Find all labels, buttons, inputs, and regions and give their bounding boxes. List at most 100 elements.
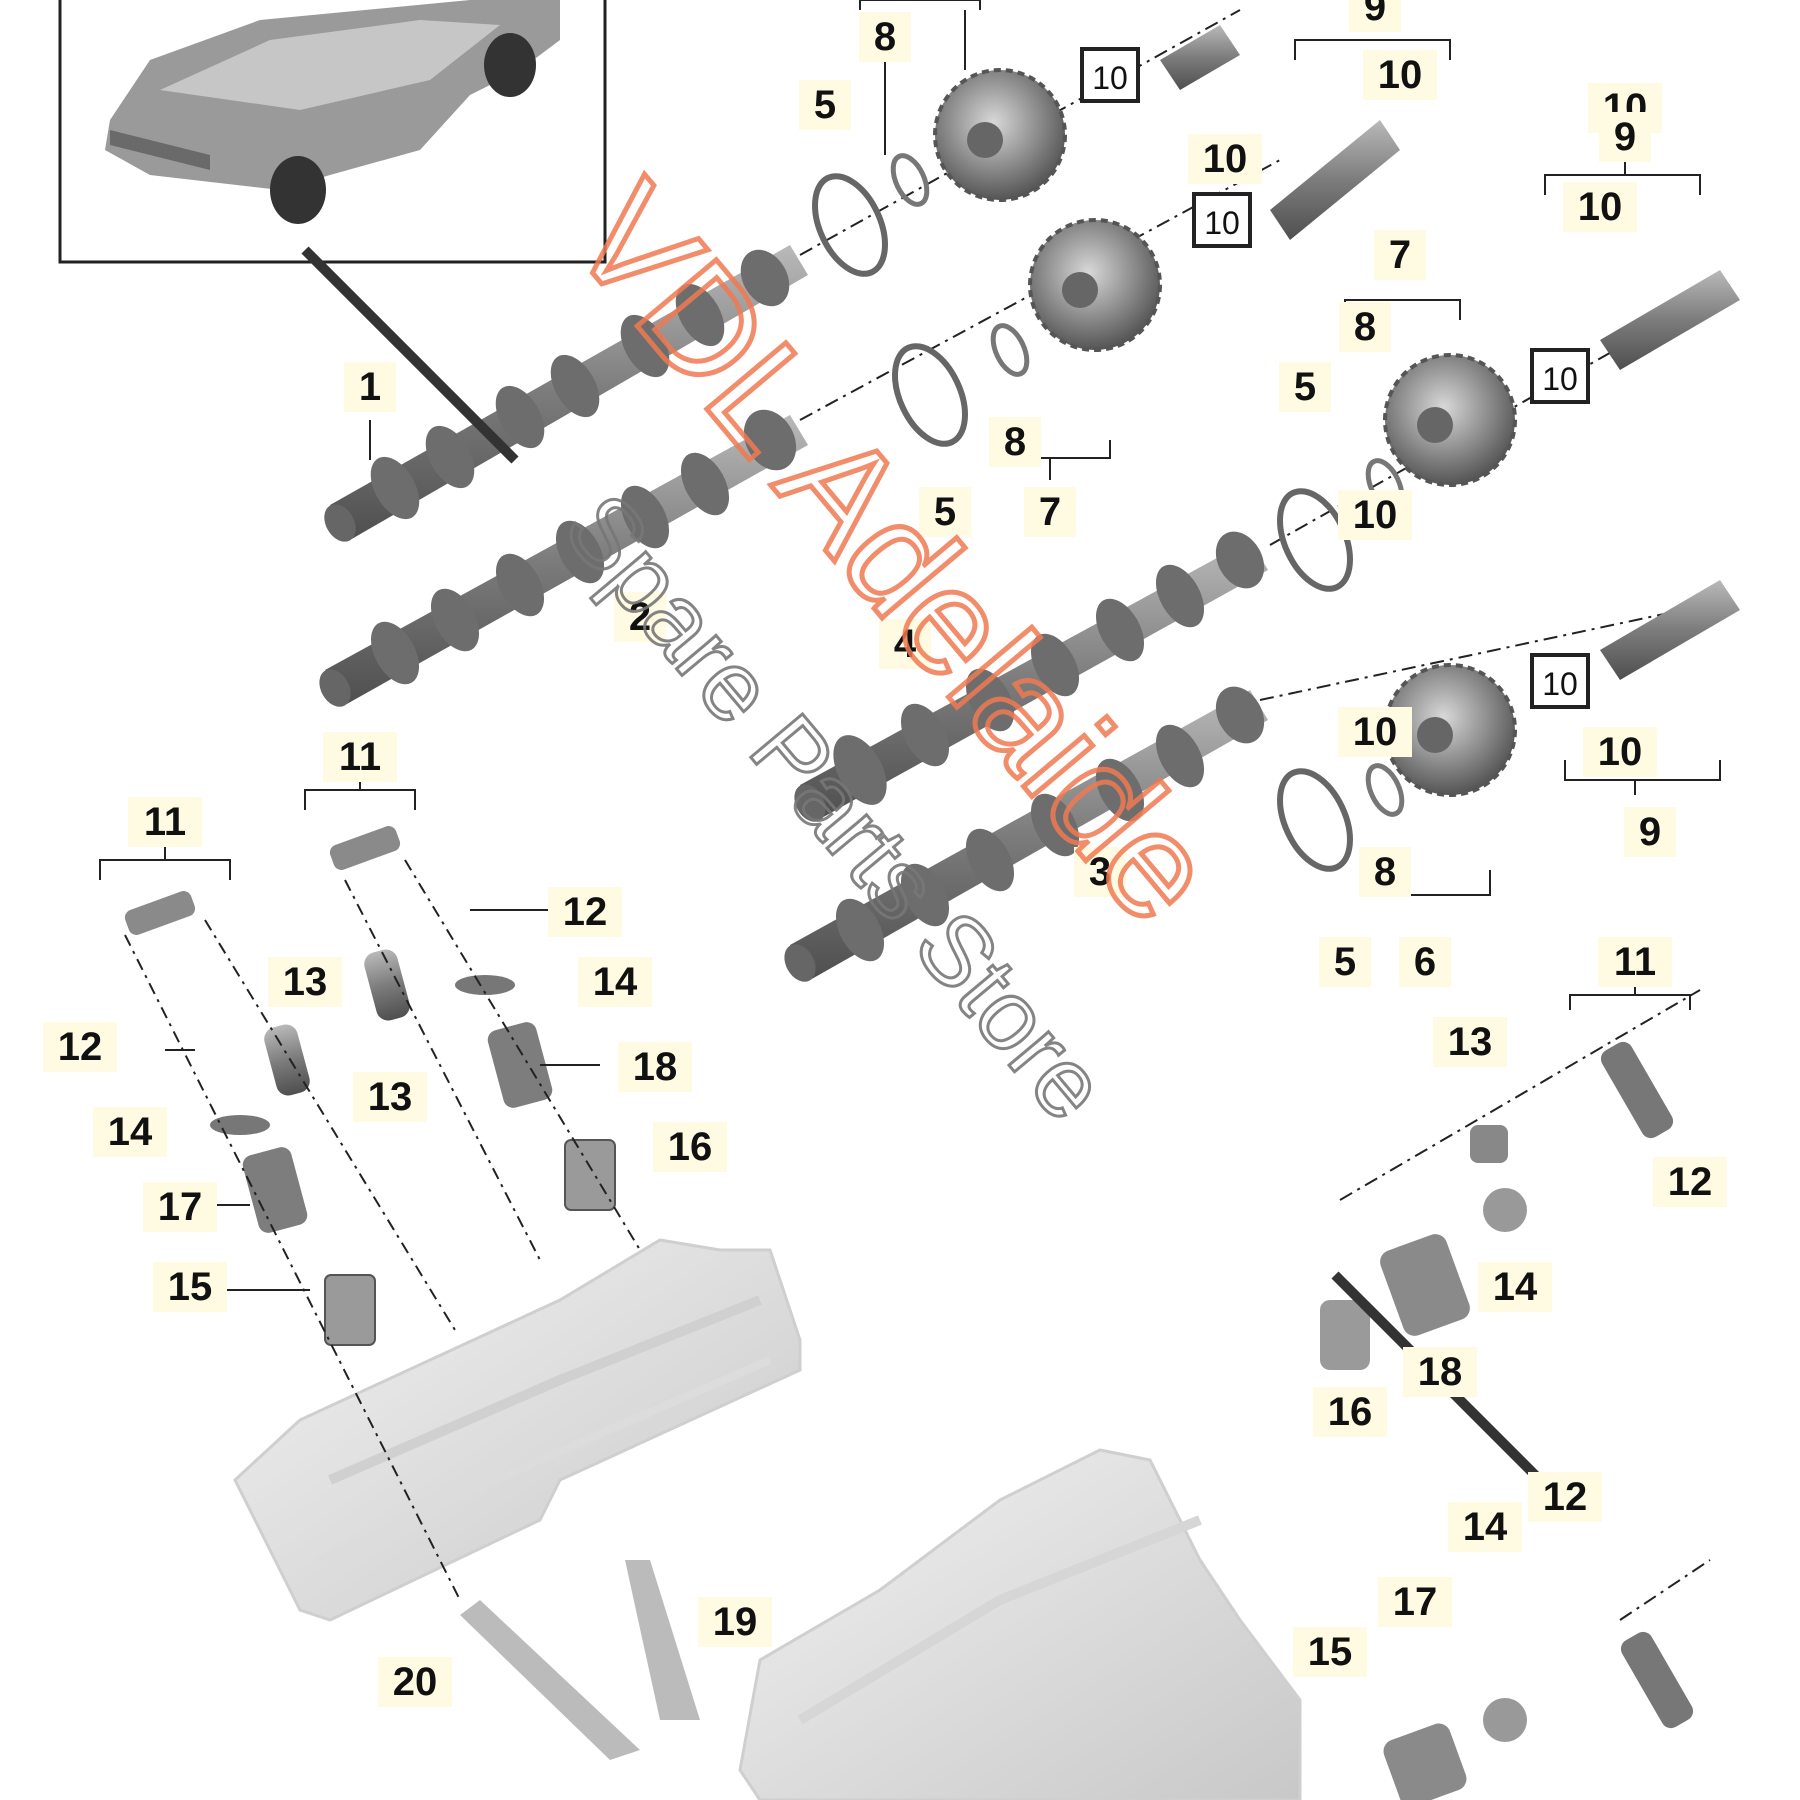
callout-background: [578, 957, 652, 1007]
callout-number: 11: [339, 735, 381, 779]
callout-background: [1188, 134, 1262, 184]
callout-background: [1339, 302, 1391, 352]
central-valves: [1160, 25, 1740, 680]
callout-number: 16: [668, 1125, 713, 1169]
camshaft-4: [794, 531, 1268, 822]
callout-number: 2: [629, 595, 651, 639]
callout-background: [1599, 112, 1651, 162]
callout-number: 10: [1578, 185, 1623, 229]
callout-number: 16: [1328, 1390, 1373, 1434]
callout-background: [1448, 1502, 1522, 1552]
callout-number: 13: [283, 960, 328, 1004]
callout-number: 5: [934, 490, 956, 534]
callout-background: [1374, 230, 1426, 280]
callout-number: 19: [713, 1600, 758, 1644]
callout-background: [268, 957, 342, 1007]
callout-number: 3: [1089, 850, 1111, 894]
callout-number: 12: [1668, 1160, 1713, 1204]
callout-background: [1293, 1627, 1367, 1677]
callout-background: [143, 1182, 217, 1232]
callout-background: [323, 732, 397, 782]
callout-background: [1363, 50, 1437, 100]
callout-background: [1403, 1347, 1477, 1397]
callout-number: 11: [1614, 940, 1656, 984]
callout-background: [1349, 0, 1401, 32]
callout-number: 5: [814, 83, 836, 127]
callout-background: [548, 887, 622, 937]
callout-number: 10: [1353, 493, 1398, 537]
callout-number: 12: [58, 1025, 103, 1069]
callout-background: [618, 1042, 692, 1092]
callout-number: 17: [158, 1185, 203, 1229]
callout-background: [1433, 1017, 1507, 1067]
callout-number: 14: [108, 1110, 153, 1154]
callout-number: 14: [593, 960, 638, 1004]
callout-number: 15: [1308, 1630, 1353, 1674]
boxed-callout-frame: [1530, 653, 1590, 709]
callout-background: [1653, 1157, 1727, 1207]
sprocket-upper-right: [1383, 353, 1517, 487]
callout-number: 10: [1203, 137, 1248, 181]
valves-left: [460, 1560, 700, 1760]
callout-background: [653, 1122, 727, 1172]
callout-number: 5: [1294, 365, 1316, 409]
callout-background: [799, 80, 851, 130]
callout-number: 4: [894, 622, 917, 666]
callout-background: [344, 362, 396, 412]
callout-number: 15: [168, 1265, 213, 1309]
valve-train-left: [124, 826, 641, 1601]
callout-number: 6: [1414, 940, 1436, 984]
callout-number: 8: [1354, 305, 1376, 349]
callout-number: 5: [1334, 940, 1356, 984]
callout-number: 8: [874, 15, 896, 59]
callout-number: 9: [1639, 810, 1661, 854]
callout-number: 8: [1004, 420, 1026, 464]
callout-number: 14: [1463, 1505, 1508, 1549]
boxed-callout-number: 10: [1092, 60, 1128, 96]
callout-number: 10: [1378, 53, 1423, 97]
assembly-axis-lines: [799, 9, 1731, 1621]
car-thumbnail-icon: [58, 0, 607, 264]
callout-number: 13: [1448, 1020, 1493, 1064]
callout-number: 7: [1389, 233, 1411, 277]
callout-background: [1528, 1472, 1602, 1522]
callout-background: [1598, 937, 1672, 987]
callout-background: [378, 1657, 452, 1707]
valve-train-right: [1320, 1041, 1694, 1800]
callout-number: 12: [563, 890, 608, 934]
callout-background: [919, 487, 971, 537]
callout-number: 9: [1614, 115, 1636, 159]
boxed-callout-number: 10: [1542, 666, 1578, 702]
cylinder-head-right: [738, 1448, 1302, 1800]
callout-background: [1399, 937, 1451, 987]
callout-number: 8: [1374, 850, 1396, 894]
camshaft-3: [784, 686, 1268, 982]
callout-number: 18: [1418, 1350, 1463, 1394]
boxed-callout-frame: [1080, 47, 1140, 103]
callout-number: 14: [1493, 1265, 1538, 1309]
callout-background: [1024, 487, 1076, 537]
boxed-callout-number: 10: [1542, 361, 1578, 397]
callout-number: 20: [393, 1660, 438, 1704]
boxed-callout-number: 10: [1204, 205, 1240, 241]
callout-background: [1313, 1387, 1387, 1437]
callout-background: [614, 592, 666, 642]
callout-background: [1624, 807, 1676, 857]
callout-number: 11: [144, 800, 186, 844]
callout-background: [153, 1262, 227, 1312]
callout-background: [1583, 727, 1657, 777]
callout-number: 10: [1598, 730, 1643, 774]
callout-background: [1319, 937, 1371, 987]
callout-number: 18: [633, 1045, 678, 1089]
callout-background: [128, 797, 202, 847]
sprocket-lower-right: [1383, 663, 1517, 797]
callout-background: [43, 1022, 117, 1072]
callout-background: [1563, 182, 1637, 232]
callout-background: [879, 619, 931, 669]
callout-background: [859, 12, 911, 62]
callout-background: [1478, 1262, 1552, 1312]
cylinder-head-left: [233, 1238, 802, 1622]
callout-background: [93, 1107, 167, 1157]
